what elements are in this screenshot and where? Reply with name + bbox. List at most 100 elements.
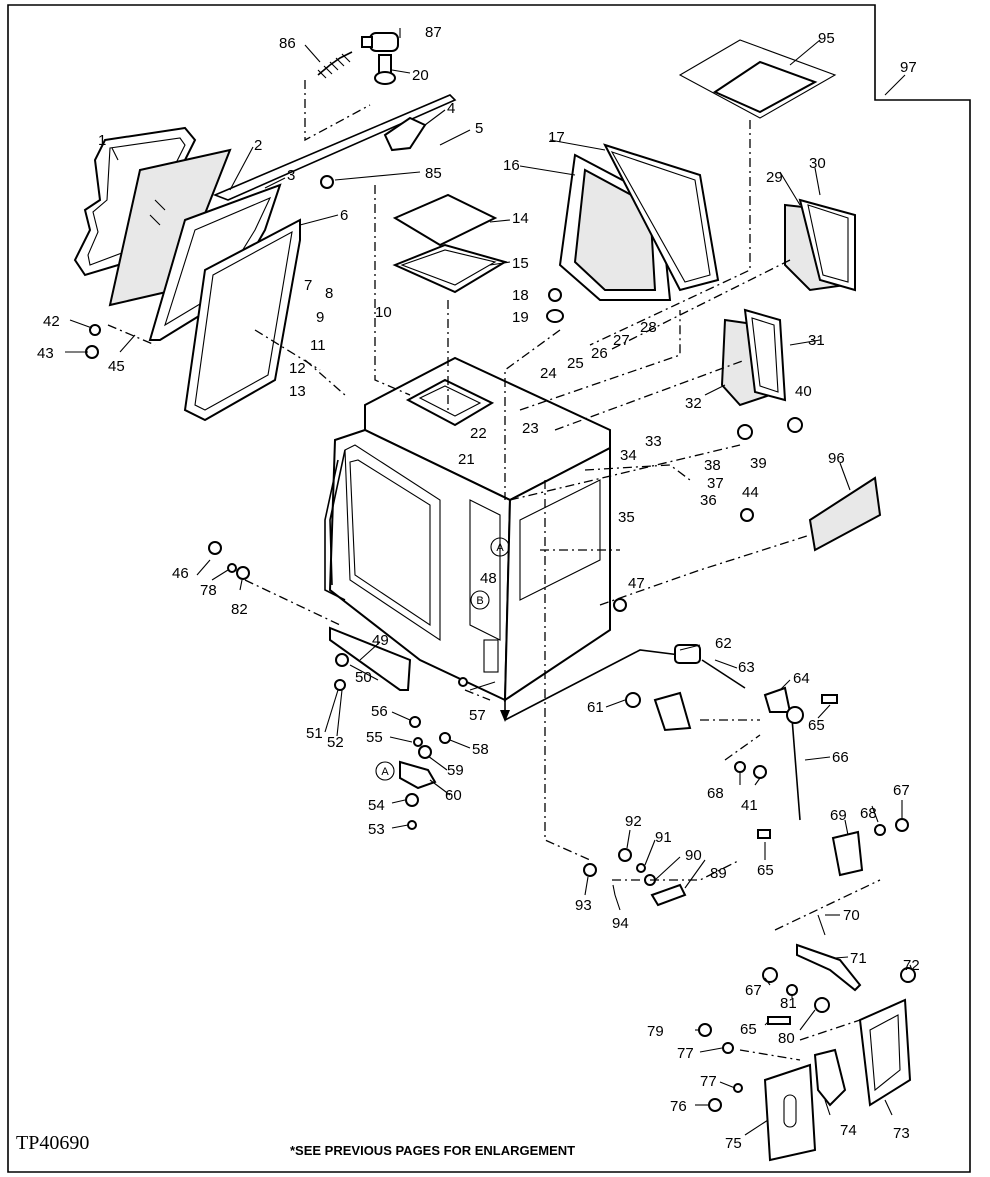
callout-60: 60 [445,787,462,804]
part-55 [413,737,423,747]
callout-65-b: 65 [757,862,774,879]
callout-30: 30 [809,155,826,172]
callout-38: 38 [704,457,721,474]
bracket-69 [831,830,864,877]
callout-67-b: 67 [745,982,762,999]
nut-85 [320,175,334,189]
part-47 [613,598,627,612]
callout-63: 63 [738,659,755,676]
callout-51: 51 [306,725,323,742]
part-56 [409,716,421,728]
callout-46: 46 [172,565,189,582]
part-59 [418,745,432,759]
callout-27: 27 [613,332,630,349]
diagram-border [7,4,971,1173]
part-68-b [874,824,886,836]
callout-45: 45 [108,358,125,375]
callout-10: 10 [375,304,392,321]
callout-22: 22 [470,425,487,442]
part-89 [650,883,687,907]
callout-3: 3 [287,167,295,184]
callout-61: 61 [587,699,604,716]
part-54 [405,793,419,807]
callout-25: 25 [567,355,584,372]
callout-82: 82 [231,601,248,618]
bracket-64 [763,686,792,713]
callout-76: 76 [670,1098,687,1115]
strip-bar [212,94,457,201]
latch-74 [813,1048,847,1107]
part-93 [583,863,597,877]
callout-78: 78 [200,582,217,599]
latch-4 [383,116,427,152]
callout-14: 14 [512,210,529,227]
part-44 [740,508,754,522]
part-67-b [762,967,778,983]
callout-87: 87 [425,24,442,41]
part-51 [334,679,346,691]
callout-39: 39 [750,455,767,472]
callout-12: 12 [289,360,306,377]
pin-65-mid [757,829,771,839]
callout-33: 33 [645,433,662,450]
callout-56: 56 [371,703,388,720]
part-50 [335,653,349,667]
callout-69: 69 [830,807,847,824]
callout-21: 21 [458,451,475,468]
callout-97: 97 [900,59,917,76]
callout-96: 96 [828,450,845,467]
part-81 [786,984,798,996]
callout-labels: 1 2 3 4 5 6 7 8 9 10 11 12 13 14 15 16 1… [37,24,920,1152]
part-80 [814,997,830,1013]
callout-11: 11 [310,337,326,354]
footnote: *SEE PREVIOUS PAGES FOR ENLARGEMENT [290,1143,575,1158]
part-42 [89,324,101,336]
callout-6: 6 [340,207,348,224]
leader-lines [65,28,913,1136]
spring-86 [317,51,353,79]
callout-54: 54 [368,797,385,814]
part-77-b [722,1042,734,1054]
fitting-87 [361,32,399,52]
callout-35: 35 [618,509,635,526]
part-92 [618,848,632,862]
callout-36: 36 [700,492,717,509]
callout-95: 95 [818,30,835,47]
callout-48: 48 [480,570,497,587]
circle-marker-a-bottom: A [375,761,395,781]
callout-70: 70 [843,907,860,924]
reference-lines [107,80,881,1061]
callout-7: 7 [304,277,312,294]
callout-65: 65 [808,717,825,734]
callout-16: 16 [503,157,520,174]
rod-66-eye [786,706,804,724]
pin-65-low [767,1016,791,1025]
callout-49: 49 [372,632,389,649]
callout-1: 1 [98,132,106,149]
part-76 [708,1098,722,1112]
callout-8: 8 [325,285,333,302]
callout-42: 42 [43,313,60,330]
callout-91: 91 [655,829,672,846]
callout-73: 73 [893,1125,910,1142]
callout-67: 67 [893,782,910,799]
rod-63 [701,659,746,689]
callout-52: 52 [327,734,344,751]
callout-80: 80 [778,1030,795,1047]
callout-58: 58 [472,741,489,758]
pin-65-top [821,694,838,704]
part-19 [546,309,564,323]
callout-34: 34 [620,447,637,464]
part-53 [407,820,417,830]
callout-40: 40 [795,383,812,400]
callout-5: 5 [475,120,483,137]
callout-4: 4 [447,100,455,117]
cab-body [324,356,681,722]
callout-71: 71 [850,950,867,967]
part-78 [227,563,237,573]
callout-74: 74 [840,1122,857,1139]
callout-17: 17 [548,129,565,146]
callout-32: 32 [685,395,702,412]
seal-30 [798,198,856,292]
